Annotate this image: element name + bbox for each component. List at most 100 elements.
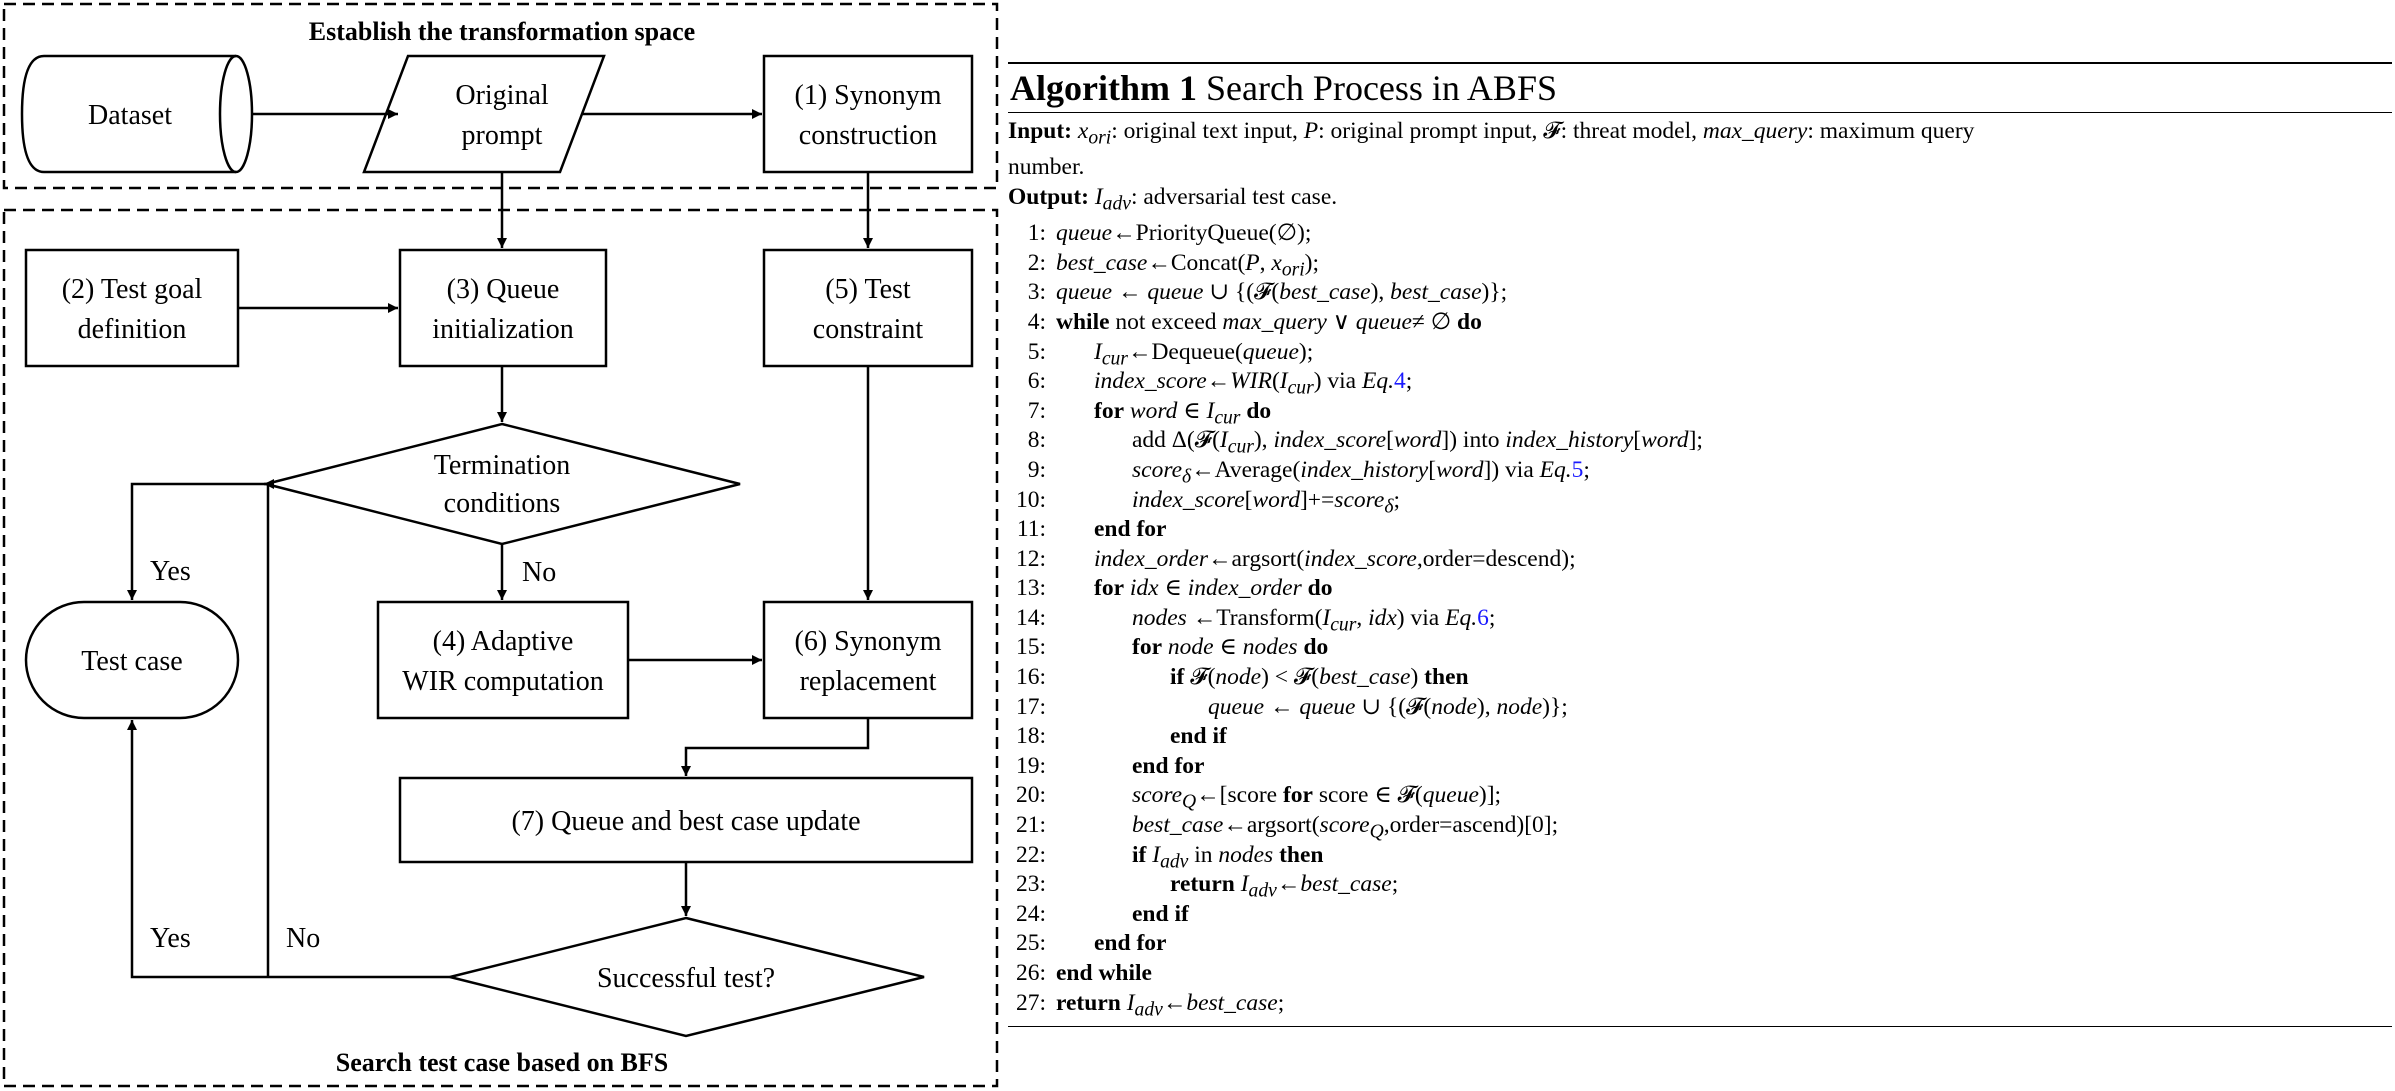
edge-replacement-update — [681, 718, 870, 776]
transformation-space-region — [2, 2, 999, 190]
algo-line: 10:index_score[word]+=scoreδ; — [1008, 486, 2392, 518]
algo-line: 12:index_order←argsort(index_score,order… — [1008, 545, 2392, 575]
success-yes-label: Yes — [150, 923, 191, 954]
synonym-replacement-label: (6) Synonym — [795, 626, 942, 657]
algo-line: 11:end for — [1008, 515, 2392, 545]
bfs-search-title: Search test case based on BFS — [336, 1048, 668, 1077]
edge-successful-testcase — [127, 720, 450, 979]
kw-for: for — [1094, 397, 1125, 424]
test-constraint-label-2: constraint — [813, 314, 924, 345]
kw-while: while — [1056, 308, 1110, 335]
kw-for: for — [1132, 634, 1163, 661]
success-no-label: No — [286, 923, 320, 954]
successful-test-label: Successful test? — [597, 963, 775, 994]
kw-return: return — [1056, 989, 1121, 1016]
original-prompt-label-2: prompt — [462, 120, 543, 151]
kw-then: then — [1279, 841, 1324, 868]
algorithm-output: Output: Iadv: adversarial test case. — [1008, 183, 1338, 215]
line-number: 7: — [1027, 397, 1046, 424]
line-number: 18: — [1015, 723, 1046, 750]
dataset-node: Dataset — [20, 54, 254, 174]
synonym-replacement-label-2: replacement — [800, 666, 937, 697]
kw-end-for: end for — [1132, 752, 1205, 779]
termination-label-2: conditions — [444, 488, 561, 519]
algo-line: 27:return Iadv←best_case; — [1008, 989, 2392, 1021]
kw-if: if — [1170, 664, 1185, 691]
line-number: 10: — [1015, 486, 1046, 513]
kw-do: do — [1246, 397, 1272, 424]
line-number: 15: — [1015, 634, 1046, 661]
adaptive-wir-node: (4) Adaptive WIR computation — [376, 600, 630, 720]
line-number: 20: — [1015, 782, 1046, 809]
algo-line: 2:best_case←Concat(P, xori); — [1008, 249, 2392, 281]
line-number: 5: — [1027, 338, 1046, 365]
kw-return: return — [1170, 871, 1235, 898]
queue-init-label-2: initialization — [432, 314, 574, 345]
algorithm-body: Input: xori: original text input, P: ori… — [1008, 113, 2392, 1026]
algo-line: 9:scoreδ←Average(index_history[word]) vi… — [1008, 456, 2392, 488]
line-number: 11: — [1016, 516, 1046, 543]
algo-line: 19: end for — [1008, 752, 2392, 782]
kw-if: if — [1132, 841, 1147, 868]
adaptive-wir-label: (4) Adaptive — [433, 626, 574, 657]
termination-no-label: No — [522, 557, 556, 588]
line-number: 8: — [1027, 427, 1046, 454]
line-number: 12: — [1015, 545, 1046, 572]
queue-update-node: (7) Queue and best case update — [398, 776, 974, 864]
bfs-search-region — [2, 208, 999, 1088]
queue-init-label: (3) Queue — [447, 274, 560, 305]
line-number: 27: — [1015, 989, 1046, 1016]
kw-end-while: end while — [1056, 960, 1152, 986]
algo-line: 18: end if — [1008, 722, 2392, 752]
algorithm-input-cont: number. — [1008, 154, 1085, 181]
algo-line: 5:Icur←Dequeue(queue); — [1008, 338, 2392, 370]
line-number: 24: — [1015, 900, 1046, 927]
algo-line: 8:add Δ(𝓕(Icur), index_score[word]) into… — [1008, 426, 2392, 458]
line-number: 16: — [1015, 664, 1046, 691]
algorithm-title-number: Algorithm 1 — [1010, 68, 1197, 108]
edge-termination-testcase — [127, 482, 266, 600]
dataset-label: Dataset — [88, 100, 172, 131]
synonym-construction-node: (1) Synonym construction — [762, 54, 974, 174]
algo-line: 4:while not exceed max_query ∨ queue≠ ∅ … — [1008, 308, 2392, 338]
algo-line: 3:queue ← queue ∪ {(𝓕(best_case), best_c… — [1008, 278, 2392, 308]
successful-test-decision: Successful test? — [449, 916, 925, 1038]
test-goal-node: (2) Test goal definition — [24, 248, 240, 368]
adaptive-wir-label-2: WIR computation — [402, 666, 603, 697]
output-label: Output: — [1008, 183, 1089, 210]
line-number: 26: — [1015, 960, 1046, 986]
kw-for: for — [1282, 782, 1313, 809]
line-number: 19: — [1015, 752, 1046, 779]
test-case-label: Test case — [81, 646, 182, 677]
queue-init-node: (3) Queue initialization — [398, 248, 608, 368]
termination-decision: Termination conditions — [265, 422, 741, 546]
test-goal-label-2: definition — [78, 314, 187, 345]
original-prompt-node: Original prompt — [362, 54, 606, 174]
algo-line: 15:for node ∈ nodes do — [1008, 633, 2392, 663]
kw-do: do — [1457, 308, 1482, 335]
algo-line: 22:if Iadv in nodes then — [1008, 841, 2392, 873]
line-number: 6: — [1027, 368, 1046, 395]
line-number: 1: — [1027, 220, 1046, 247]
transformation-space-title: Establish the transformation space — [309, 17, 695, 46]
queue-update-label: (7) Queue and best case update — [511, 806, 860, 837]
termination-yes-label: Yes — [150, 556, 191, 587]
kw-end-if: end if — [1170, 723, 1227, 750]
line-number: 25: — [1015, 930, 1046, 957]
algo-line: 20:scoreQ←[score for score ∈ 𝓕(queue)]; — [1008, 781, 2392, 813]
algo-line: 16:if 𝓕(node) < 𝓕(best_case) then — [1008, 663, 2392, 693]
line-number: 2: — [1027, 249, 1046, 276]
algo-line: 26: end while — [1008, 959, 2392, 989]
algo-line: 7:for word ∈ Icur do — [1008, 397, 2392, 429]
flowchart: Establish the transformation space Searc… — [2, 2, 999, 1088]
algorithm-input: Input: xori: original text input, P: ori… — [1008, 118, 1975, 149]
algo-line: 17:queue ← queue ∪ {(𝓕(node), node)}; — [1008, 693, 2392, 723]
algorithm-title-text: Search Process in ABFS — [1196, 68, 1557, 108]
line-number: 23: — [1015, 871, 1046, 898]
algorithm-title-rule — [1008, 112, 2392, 113]
line-number: 17: — [1015, 693, 1046, 720]
algo-line: 24:end if — [1008, 900, 2392, 930]
synonym-replacement-node: (6) Synonym replacement — [762, 600, 974, 720]
algorithm-top-rule — [1008, 62, 2392, 64]
line-number: 14: — [1015, 604, 1046, 631]
